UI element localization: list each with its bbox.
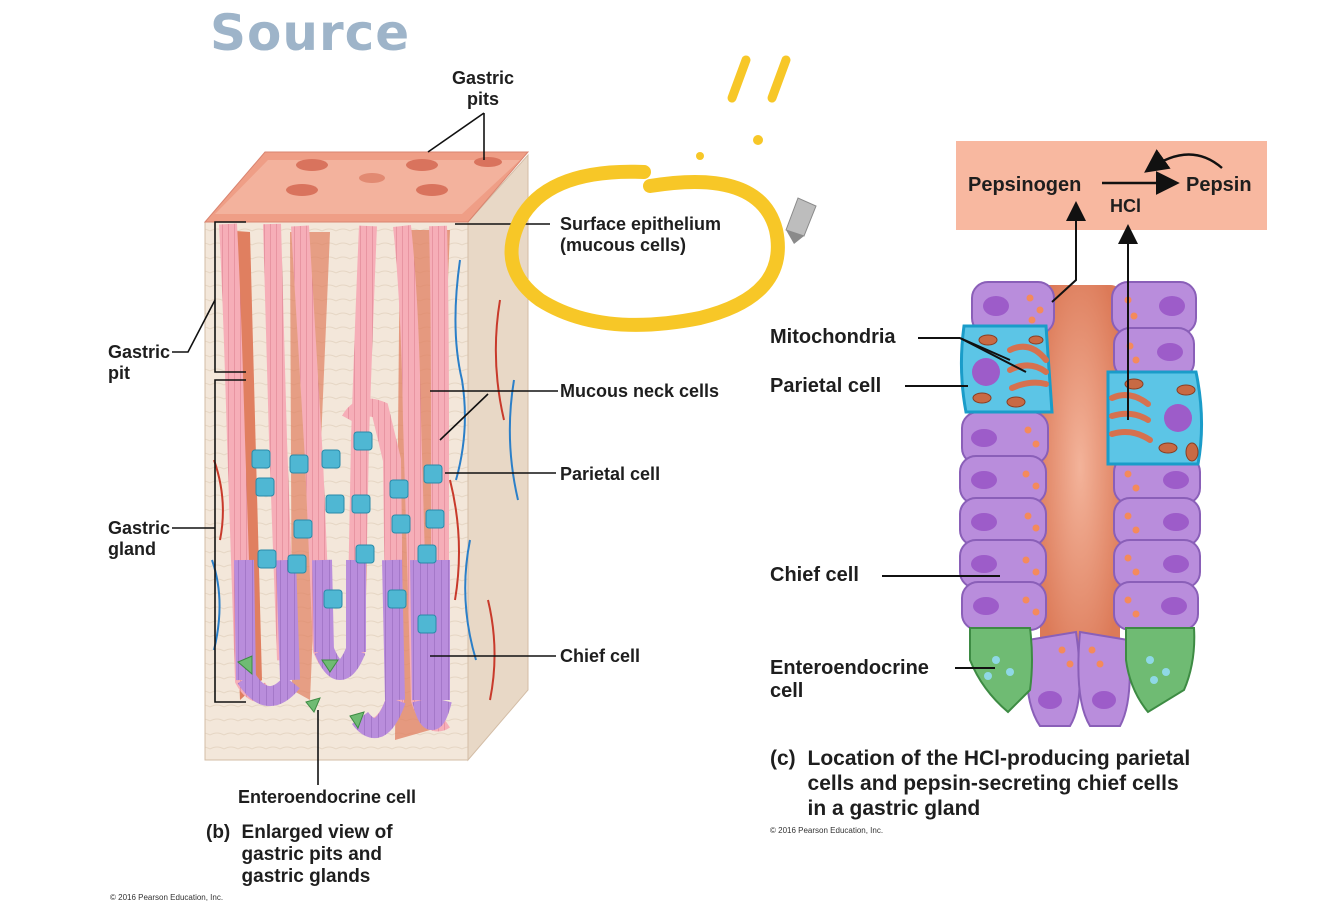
gastric-glands [211,223,519,740]
label-enteroendocrine-c-line2: cell [770,680,804,702]
label-hcl: HCl [1110,196,1141,216]
copyright-b: © 2016 Pearson Education, Inc. [110,893,224,902]
label-pepsin: Pepsin [1186,174,1252,196]
label-mitochondria: Mitochondria [770,326,896,348]
caption-b-text: Enlarged view of gastric pits and gastri… [242,822,393,888]
label-chief-cell-c: Chief cell [770,564,859,586]
label-surface-epithelium-line2: (mucous cells) [560,235,687,255]
label-parietal-cell-c: Parietal cell [770,375,882,397]
caption-b-line3: gastric glands [241,866,371,887]
label-gastric-pit-line1: Gastric [108,342,171,362]
label-mucous-neck-cells: Mucous neck cells [560,381,720,401]
pen-cursor-icon [785,197,817,244]
caption-c-letter: (c) [770,747,796,770]
label-enteroendocrine-c-line1: Enteroendocrine [770,657,929,679]
label-surface-epithelium: Surface epithelium (mucous cells) [560,214,721,256]
parietal-cells [959,324,1204,466]
panel-b-leaders [172,112,558,785]
caption-c-line1: Location of the HCl-producing parietal [807,747,1191,770]
caption-b-line2: gastric pits and [241,844,382,865]
panel-c-leaders [882,201,1138,669]
gland-cross-section [959,281,1204,727]
label-gastric-pit: Gastric pit [108,342,170,384]
label-gastric-pits-line2: pits [467,89,500,109]
label-enteroendocrine-cell-b: Enteroendocrine cell [238,787,417,807]
label-gastric-gland: Gastric gland [108,518,170,560]
page-title: Source [210,4,411,62]
label-parietal-cell-b: Parietal cell [560,464,661,484]
autocatalysis-arrow [1144,149,1223,173]
caption-c-text: Location of the HCl-producing parietal c… [808,746,1191,821]
highlight-annotation [504,55,791,332]
caption-c-line2: cells and pepsin-secreting chief cells [807,772,1179,795]
caption-c-line3: in a gastric gland [807,797,981,820]
label-gastric-gland-line2: gland [108,539,156,559]
label-gastric-pits: Gastric pits [452,68,514,110]
caption-b-letter: (b) [206,822,231,843]
label-gastric-pit-line2: pit [108,363,130,383]
enteroendocrine-cells [969,627,1196,714]
label-gastric-gland-line1: Gastric [108,518,171,538]
caption-b: (b) Enlarged view of gastric pits and ga… [206,822,393,888]
caption-c: (c) Location of the HCl-producing pariet… [770,746,1190,821]
caption-b-line1: Enlarged view of [241,822,393,843]
label-pepsinogen: Pepsinogen [968,174,1082,196]
label-enteroendocrine-cell-c: Enteroendocrine cell [770,657,929,703]
copyright-c: © 2016 Pearson Education, Inc. [770,826,884,835]
label-gastric-pits-line1: Gastric [452,68,515,88]
reaction-box [956,141,1267,230]
label-surface-epithelium-line1: Surface epithelium [560,214,722,234]
label-chief-cell-b: Chief cell [560,646,641,666]
